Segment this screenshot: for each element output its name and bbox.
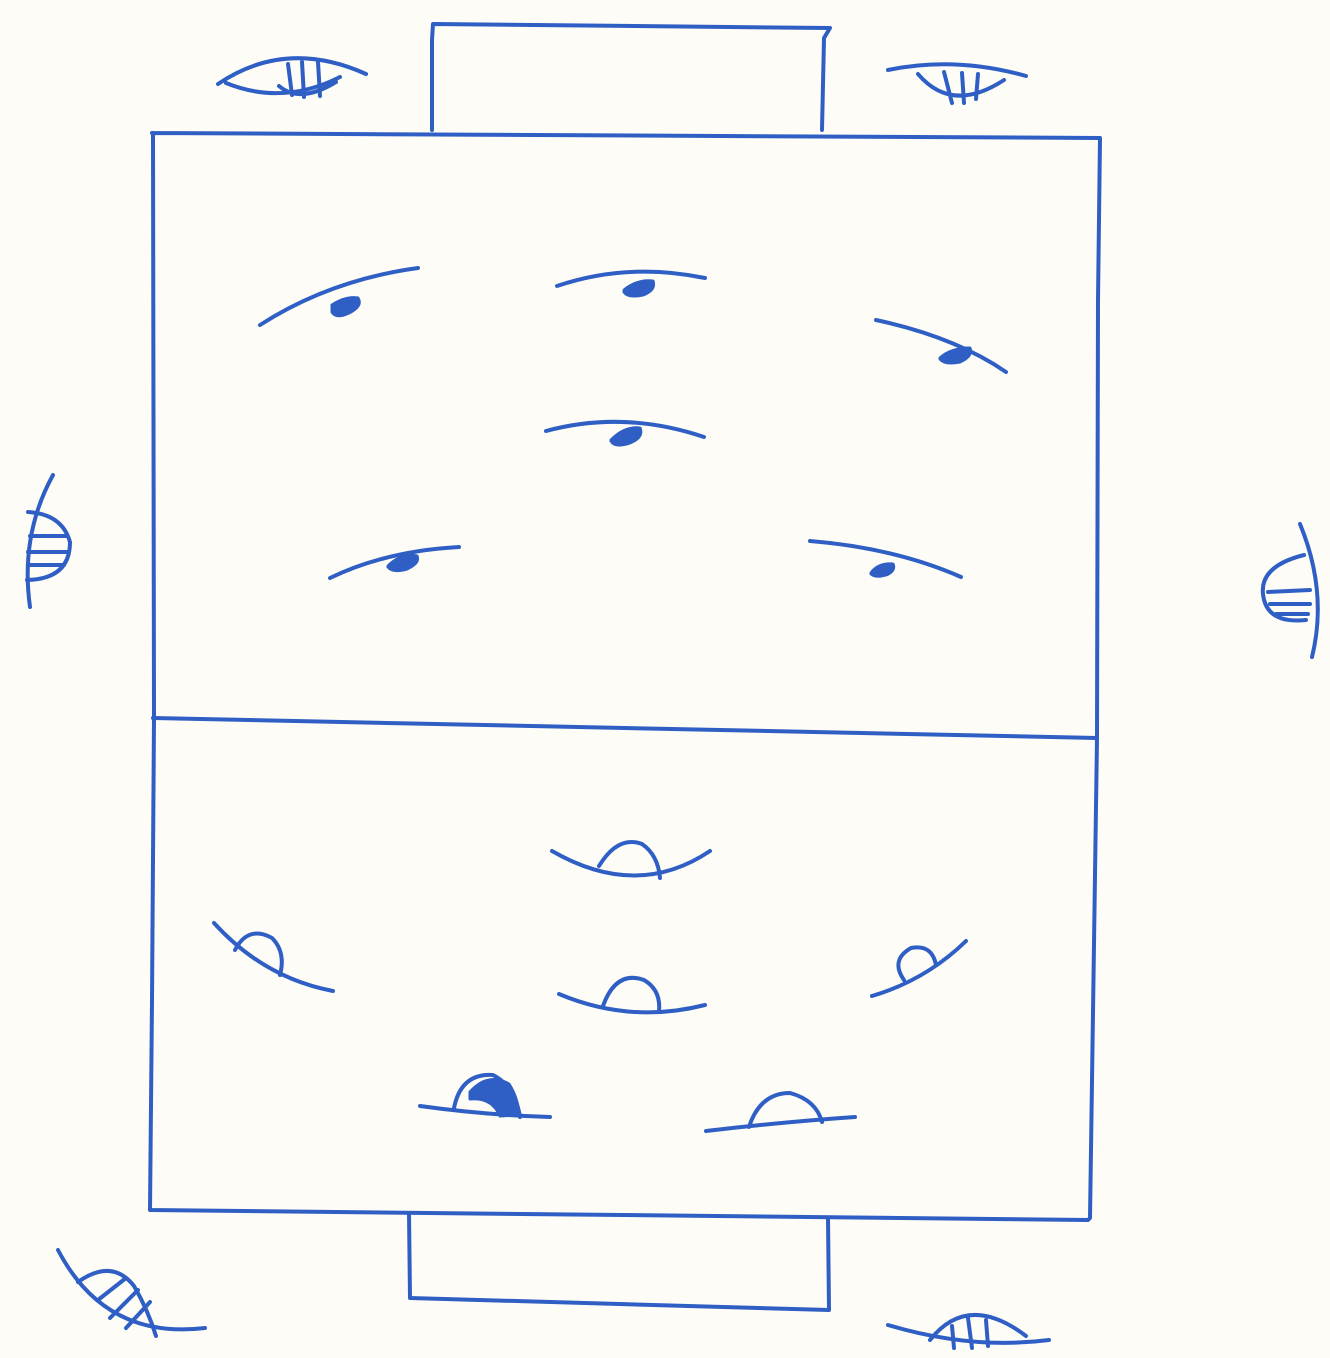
- eye-icon: [1263, 524, 1318, 657]
- player-eye-mark: [706, 1093, 855, 1131]
- eye-icon: [58, 1250, 205, 1336]
- eye-icon: [218, 58, 366, 97]
- goal-top: [432, 24, 830, 130]
- player-eye-mark: [810, 541, 961, 577]
- player-eye-mark: [260, 268, 418, 325]
- player-eye-mark: [552, 842, 710, 878]
- player-eye-mark: [872, 941, 966, 996]
- eye-icon: [27, 475, 70, 607]
- eye-icon: [888, 1315, 1049, 1348]
- player-eye-mark: [420, 1075, 550, 1117]
- ink-drawing: [27, 24, 1318, 1348]
- halfway-line: [153, 718, 1097, 738]
- eye-icon: [888, 64, 1026, 103]
- player-eye-mark: [557, 272, 705, 296]
- player-eye-mark: [876, 320, 1006, 372]
- playing-field-outline: [150, 133, 1100, 1220]
- player-eye-mark: [214, 923, 333, 991]
- player-eye-mark: [546, 422, 704, 445]
- player-eye-mark: [559, 978, 705, 1013]
- goal-bottom: [409, 1213, 829, 1310]
- player-eye-mark: [330, 547, 459, 578]
